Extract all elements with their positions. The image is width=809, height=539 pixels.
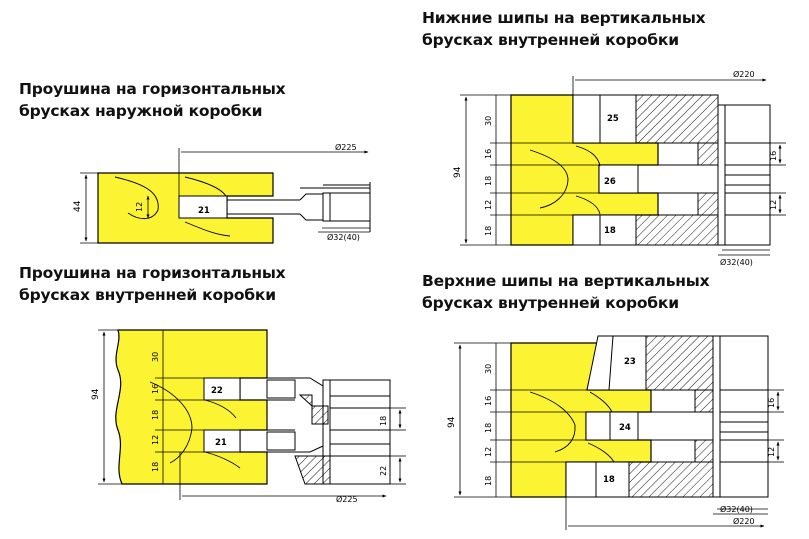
panel-outer-box-horizontal: 44 12 21 Ø225 Ø32(40)	[73, 142, 371, 244]
dim-right: 12	[769, 200, 778, 210]
dim-left: 30	[484, 364, 493, 374]
dim-height: 44	[73, 200, 83, 212]
dim-right: 22	[379, 466, 388, 476]
title-line: Проушина на горизонтальных	[19, 264, 286, 282]
profile-curves	[149, 381, 241, 469]
panel-inner-box-horizontal: 94 30 16 18 12 18 22 21 18 22 Ø225	[91, 329, 406, 504]
dim-diameter: Ø220	[733, 69, 755, 79]
dim-left: 12	[484, 447, 493, 457]
hatched-section	[628, 461, 714, 498]
cutter	[203, 377, 391, 485]
hatched-section	[694, 389, 714, 413]
title-line: Проушина на горизонтальных	[19, 80, 286, 98]
dim-bore: Ø32(40)	[720, 504, 753, 514]
panel-title-inner-box-horizontal: Проушина на горизонтальных брусках внутр…	[19, 262, 286, 306]
title-line: брусках внутренней коробки	[19, 286, 276, 304]
dim-bore: Ø32(40)	[327, 232, 360, 242]
dim-height: 94	[447, 416, 457, 428]
title-line: Верхние шипы на вертикальных	[422, 272, 710, 290]
dim-right: 16	[769, 151, 778, 161]
dim-left: 12	[484, 200, 493, 210]
dim-cutter-width: 21	[215, 438, 227, 448]
dim-height: 94	[453, 166, 463, 178]
dim-left: 16	[484, 396, 493, 406]
dim-cutter-width: 26	[604, 177, 616, 187]
dim-height: 94	[91, 388, 101, 400]
hatched-section	[311, 405, 329, 425]
cutter	[178, 182, 371, 232]
dim-bore: Ø32(40)	[720, 257, 753, 267]
hatched-section	[635, 94, 719, 144]
dim-left: 18	[151, 462, 160, 472]
dim-diameter: Ø220	[733, 516, 755, 526]
dim-left: 16	[484, 149, 493, 159]
dim-left: 30	[484, 116, 493, 126]
title-line: брусках внутренней коробки	[422, 294, 679, 312]
profile-curves	[114, 176, 231, 237]
dim-cutter-width: 25	[607, 114, 619, 124]
cutter	[565, 335, 769, 498]
dim-cutter-width: 22	[211, 386, 223, 396]
dim-diameter: Ø225	[336, 494, 358, 504]
dim-left: 18	[484, 226, 493, 236]
dimension-lines	[98, 329, 406, 500]
hatched-section	[697, 142, 719, 166]
dim-left: 18	[484, 176, 493, 186]
panel-title-upper-tenons: Верхние шипы на вертикальных брусках вну…	[422, 270, 710, 314]
dim-left: 18	[151, 410, 160, 420]
dimension-lines	[454, 342, 784, 530]
dim-cutter-width: 24	[619, 423, 631, 433]
panel-title-lower-tenons: Нижние шипы на вертикальных брусках внут…	[422, 7, 706, 51]
hatched-section	[635, 214, 719, 246]
dim-left: 18	[484, 423, 493, 433]
title-line: Нижние шипы на вертикальных	[422, 9, 706, 27]
hatched-section	[694, 439, 714, 463]
dim-right: 12	[767, 447, 776, 457]
dimension-lines	[460, 76, 786, 256]
profile-curves	[529, 145, 601, 215]
panel-lower-tenons: 94 30 16 18 12 18 25 26 18 16 12 Ø220 Ø3…	[453, 69, 786, 267]
cutter	[572, 94, 771, 246]
hatched-section	[697, 192, 719, 216]
dim-left: 12	[151, 435, 160, 445]
dim-left: 18	[484, 476, 493, 486]
dim-right: 16	[767, 398, 776, 408]
panel-title-outer-box-horizontal: Проушина на горизонтальных брусках наруж…	[19, 78, 286, 122]
panel-upper-tenons: 94 30 16 18 12 18 23 24 18 16 12 Ø32(40)…	[447, 335, 784, 530]
dimension-lines	[80, 148, 370, 244]
dim-cutter-width: 18	[604, 226, 616, 236]
hatched-section	[298, 394, 313, 408]
profile-curves	[529, 391, 615, 463]
dim-slot: 12	[135, 202, 144, 212]
hatched-section	[645, 335, 714, 391]
dim-right: 18	[379, 416, 388, 426]
dim-diameter: Ø225	[335, 142, 357, 152]
title-line: брусках наружной коробки	[19, 102, 263, 120]
dim-cutter-width: 18	[603, 475, 615, 485]
workpiece	[115, 329, 268, 485]
dim-cutter-width: 21	[198, 206, 210, 216]
hatched-section	[294, 455, 331, 485]
title-line: брусках внутренней коробки	[422, 31, 679, 49]
dim-left: 16	[151, 384, 160, 394]
dim-left: 30	[151, 352, 160, 362]
dim-cutter-width: 23	[624, 357, 636, 367]
